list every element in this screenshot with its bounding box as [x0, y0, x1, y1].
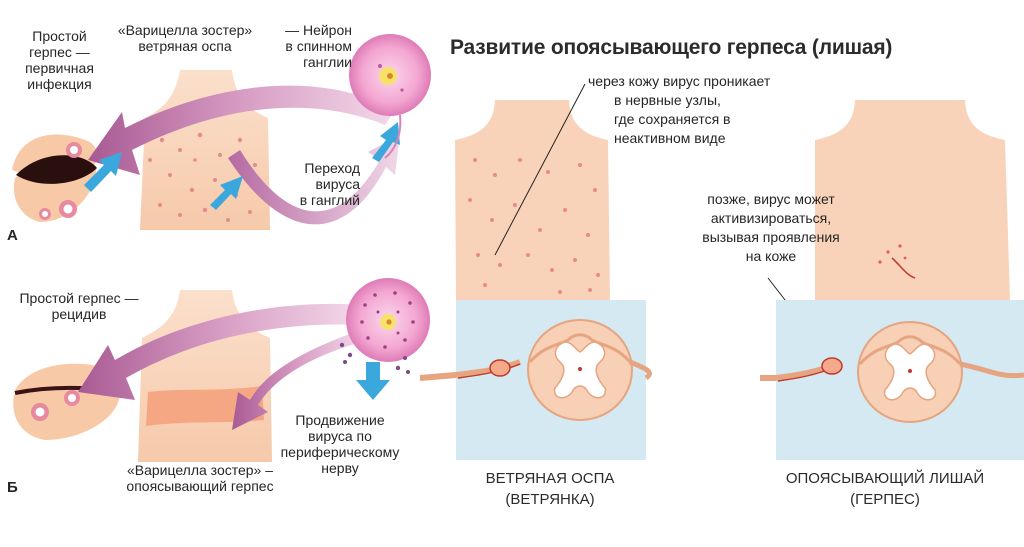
note-penetration: через кожу вирус проникает в нервные узл…	[588, 73, 771, 146]
shingles-marks	[878, 244, 916, 279]
varicella-figure	[419, 83, 652, 460]
page-title: Развитие опоясывающего герпеса (лишая)	[450, 36, 893, 59]
relapse-label: Простой герпес — рецидив	[19, 290, 139, 322]
panel-b	[13, 278, 430, 462]
back-varicella	[455, 100, 610, 300]
movement-label: Продвижение вируса по периферическому не…	[280, 412, 400, 476]
transition-label: Переход вируса в ганглий	[299, 160, 360, 208]
shingles-figure	[760, 100, 1024, 460]
blue-arrow-down	[356, 362, 390, 400]
arrow-neuron-to-lips	[88, 85, 395, 175]
panel-b-letter: Б	[7, 479, 18, 496]
back-shingles	[815, 100, 1010, 300]
varicella-shingles-label: «Варицелла зостер» – опоясывающий герпес	[126, 462, 274, 494]
ganglion-left	[489, 359, 511, 377]
ganglion-right	[821, 357, 843, 375]
neuron-label: — Нейрон в спинном ганглии	[285, 22, 352, 70]
panel-a	[12, 34, 431, 230]
blue-arrow-back	[210, 176, 243, 210]
note-activation: позже, вирус может активизироваться, выз…	[702, 191, 840, 264]
label-shingles: ОПОЯСЫВАЮЩИЙ ЛИШАЙ (ГЕРПЕС)	[785, 470, 985, 508]
arrow-back-to-ganglion	[228, 135, 400, 225]
arrow-neuron-to-lips-b	[78, 303, 360, 400]
arrow-neuron-to-torso	[232, 330, 362, 430]
lips-a	[12, 134, 98, 222]
rash-dots-varicella	[468, 158, 600, 294]
neuron-cell-b	[339, 278, 430, 374]
blue-arrow-neuron	[372, 122, 400, 162]
blue-arrow-lips	[84, 152, 122, 192]
varicella-label: «Варицелла зостер» ветряная оспа	[117, 22, 253, 54]
neuron-cell-a	[349, 34, 431, 159]
label-chickenpox: ВЕТРЯНАЯ ОСПА (ВЕТРЯНКА)	[485, 470, 615, 508]
simple-herpes-label: Простой герпес — первичная инфекция	[25, 28, 94, 92]
panel-a-letter: А	[7, 227, 18, 244]
